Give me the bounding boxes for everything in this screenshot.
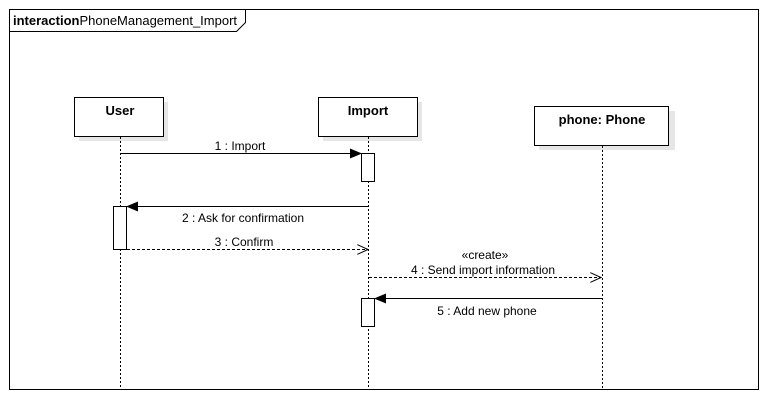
activation-import-1 — [361, 153, 375, 182]
activation-user-1 — [113, 206, 127, 250]
lifeline-import: Import — [318, 97, 422, 388]
lifeline-import-label: Import — [348, 103, 389, 118]
message-3-label: 3 : Confirm — [215, 235, 274, 249]
frame-tab — [9, 9, 246, 32]
interaction-frame: interactionPhoneManagement_Import — [9, 9, 759, 390]
message-5: 5 : Add new phone — [374, 293, 602, 318]
message-1-label: 1 : Import — [215, 139, 266, 153]
message-3: 3 : Confirm — [127, 235, 368, 250]
activation-import-2 — [361, 298, 375, 327]
message-5-label: 5 : Add new phone — [437, 304, 537, 318]
message-2: 2 : Ask for confirmation — [126, 201, 368, 225]
message-2-label: 2 : Ask for confirmation — [182, 211, 304, 225]
lifeline-user: User — [74, 97, 168, 388]
lifeline-phone: phone: Phone — [534, 106, 675, 388]
lifeline-user-label: User — [106, 103, 135, 118]
message-1: 1 : Import — [121, 139, 362, 159]
lifeline-phone-label: phone: Phone — [559, 112, 646, 127]
message-4-label: 4 : Send import information — [411, 263, 555, 277]
message-4-stereotype: «create» — [462, 248, 509, 262]
message-4: «create» 4 : Send import information — [369, 248, 601, 278]
frame-title: interactionPhoneManagement_Import — [13, 13, 237, 28]
